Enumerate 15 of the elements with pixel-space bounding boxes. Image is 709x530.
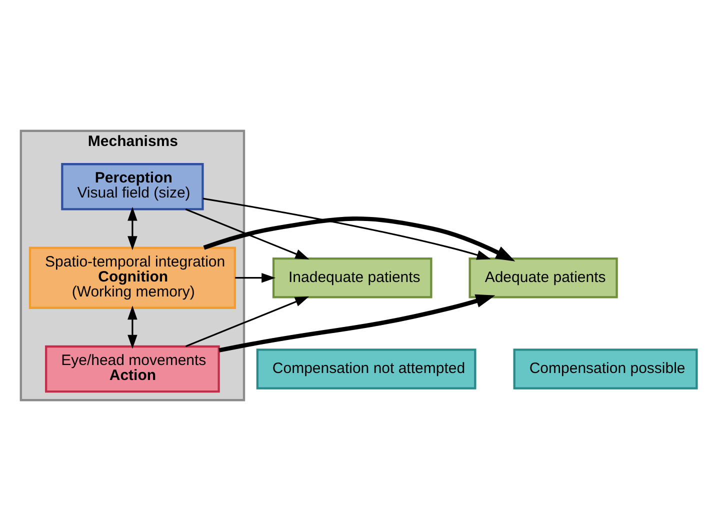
arrow — [203, 216, 516, 261]
arrow — [235, 272, 276, 282]
node-box: Spatio-temporal integration Cognition (Working memory) — [28, 246, 236, 308]
arrow — [202, 197, 491, 260]
node-box: Perception Visual field (size) — [61, 162, 204, 210]
arrow — [185, 208, 310, 259]
node-box: Eye/head movements Action — [45, 344, 220, 392]
arrow — [218, 294, 496, 352]
node-box: Compensation not attempted — [256, 348, 476, 389]
arrow — [185, 296, 310, 347]
arrow — [128, 206, 138, 250]
node-box: Adequate patients — [468, 256, 618, 298]
node-box: Inadequate patients — [272, 256, 432, 298]
arrow — [128, 305, 138, 348]
node-box: Compensation possible — [513, 348, 698, 389]
